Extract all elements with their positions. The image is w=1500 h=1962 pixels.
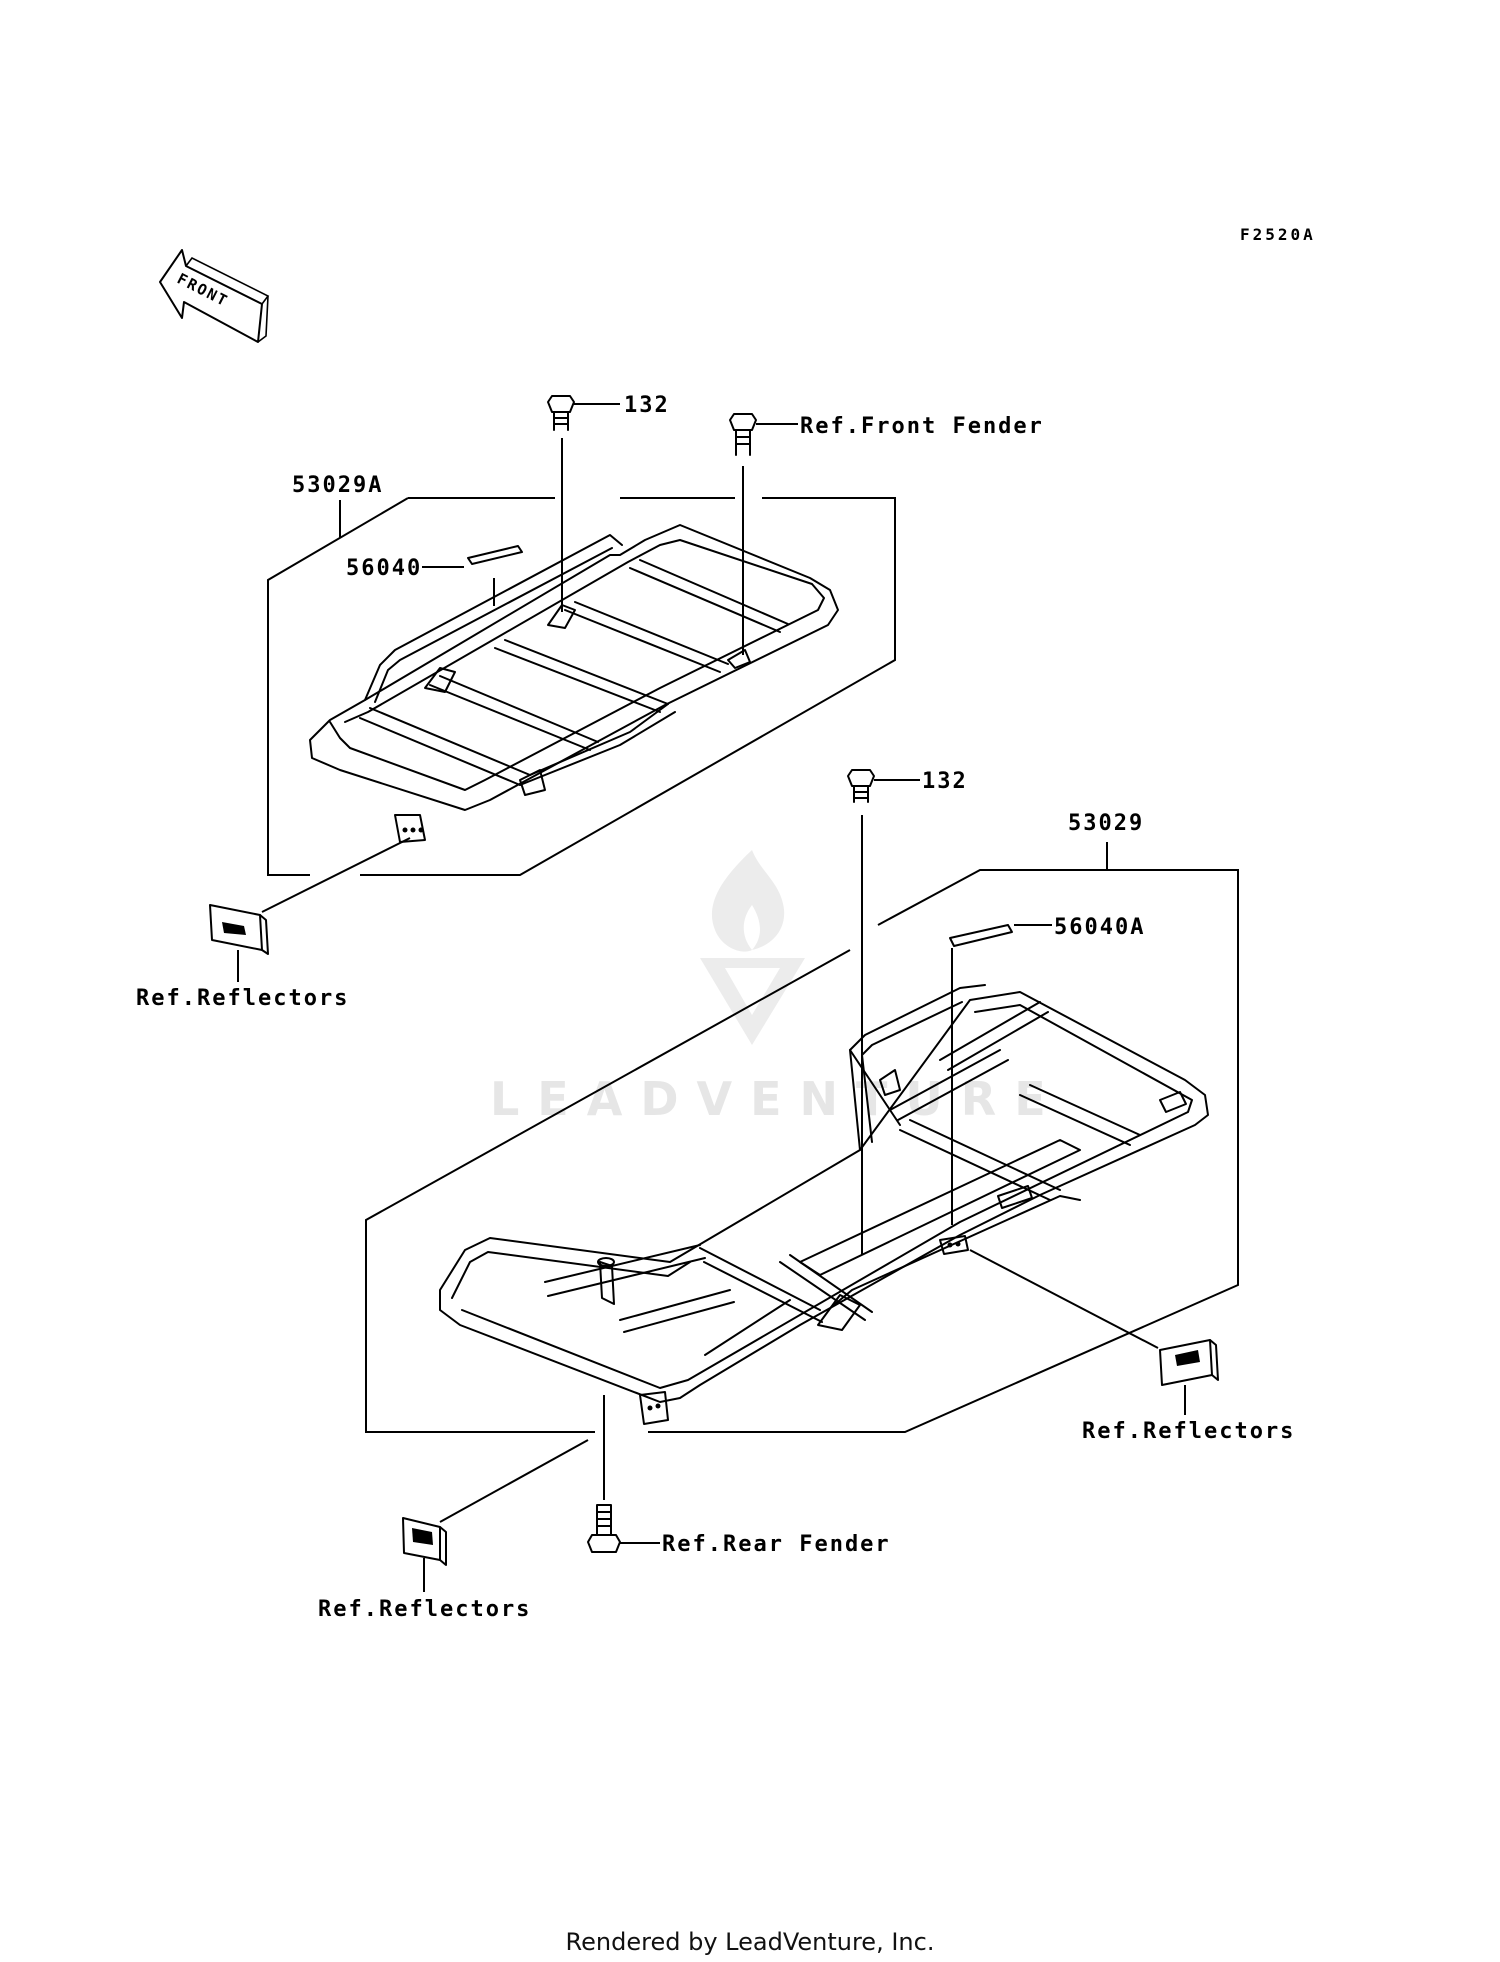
ref-front-fender-label[interactable]: Ref.Front Fender xyxy=(800,414,1044,439)
ref-rear-fender-label[interactable]: Ref.Rear Fender xyxy=(662,1532,891,1557)
rear-fender-bolt-icon xyxy=(587,1504,621,1553)
rear-left-reflector-icon xyxy=(402,1517,447,1566)
footer-credit: Rendered by LeadVenture, Inc. xyxy=(566,1928,935,1956)
front-arrow-icon: FRONT xyxy=(159,249,270,343)
rear-bolt-callout: 132 xyxy=(922,769,968,794)
front-label-sticker-icon xyxy=(467,545,523,565)
watermark-text: LEADVENTURE xyxy=(490,1072,1064,1126)
front-carrier-group: 53029A 132 xyxy=(136,393,1044,1011)
front-carrier-box xyxy=(267,497,896,876)
front-label-callout: 56040 xyxy=(346,556,422,581)
ref-reflectors-rear-right-label[interactable]: Ref.Reflectors xyxy=(1082,1419,1295,1444)
rear-label-callout: 56040A xyxy=(1054,915,1145,940)
front-fender-bolt-icon xyxy=(729,413,757,456)
diagram-code: F2520A xyxy=(1240,225,1316,244)
rear-carrier-box xyxy=(365,869,1239,1433)
rear-carrier-callout: 53029 xyxy=(1068,811,1144,836)
rear-label-sticker-icon xyxy=(949,924,1013,947)
rear-bolt-icon xyxy=(847,769,875,803)
front-carrier-callout: 53029A xyxy=(292,473,383,498)
front-bolt-icon xyxy=(547,395,575,431)
ref-reflectors-front-label[interactable]: Ref.Reflectors xyxy=(136,986,349,1011)
watermark-flame-icon xyxy=(711,850,785,952)
rear-right-reflector-icon xyxy=(1159,1339,1219,1386)
rear-carrier-group: 53029 xyxy=(318,769,1295,1622)
front-reflector-icon xyxy=(209,904,269,955)
front-bolt-callout: 132 xyxy=(624,393,670,418)
rear-carrier-frame xyxy=(439,991,1209,1403)
watermark-v-icon xyxy=(700,958,805,1045)
watermark: LEADVENTURE xyxy=(490,850,1064,1126)
ref-reflectors-rear-left-label[interactable]: Ref.Reflectors xyxy=(318,1597,531,1622)
front-carrier-frame xyxy=(309,524,839,811)
